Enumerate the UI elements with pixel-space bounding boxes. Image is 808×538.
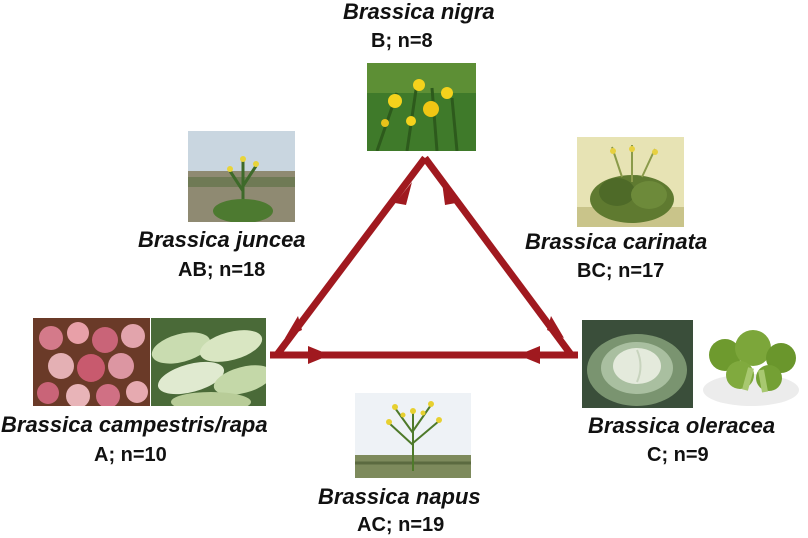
species-label-nigra: Brassica nigra [343,0,495,24]
edge-nigra-rapa [273,155,428,359]
chinese-cabbage-photo [151,318,266,406]
arrowhead-c-to-bc [547,316,564,338]
edge-nigra-oleracea [422,155,575,359]
genome-label-napus: AC; n=19 [357,514,445,536]
arrowhead-b-to-bc [442,182,456,205]
arrowhead-c-to-ac [518,346,540,364]
species-label-juncea: Brassica juncea [138,227,306,252]
species-label-oleracea: Brassica oleracea [588,413,776,438]
species-label-rapa: Brassica campestris/rapa [1,412,268,437]
arrowhead-a-to-ac [308,346,330,364]
arrowhead-a-to-ab [285,316,302,338]
broccoli-photo [695,320,808,408]
genome-label-juncea: AB; n=18 [178,259,266,281]
genome-label-rapa: A; n=10 [94,444,167,466]
genome-label-nigra: B; n=8 [371,30,433,52]
genome-label-oleracea: C; n=9 [647,444,709,466]
bushy-plant-photo [577,137,684,227]
genome-label-carinata: BC; n=17 [577,260,665,282]
yellow-flowering-plant-photo [367,63,476,151]
field-plant-photo [188,131,295,222]
cabbage-photo [582,320,693,408]
species-label-carinata: Brassica carinata [525,229,708,254]
arrowhead-b-to-ab [395,182,412,205]
rapeseed-plant-photo [355,393,471,478]
species-label-napus: Brassica napus [318,484,481,509]
turnip-photo [33,318,150,406]
